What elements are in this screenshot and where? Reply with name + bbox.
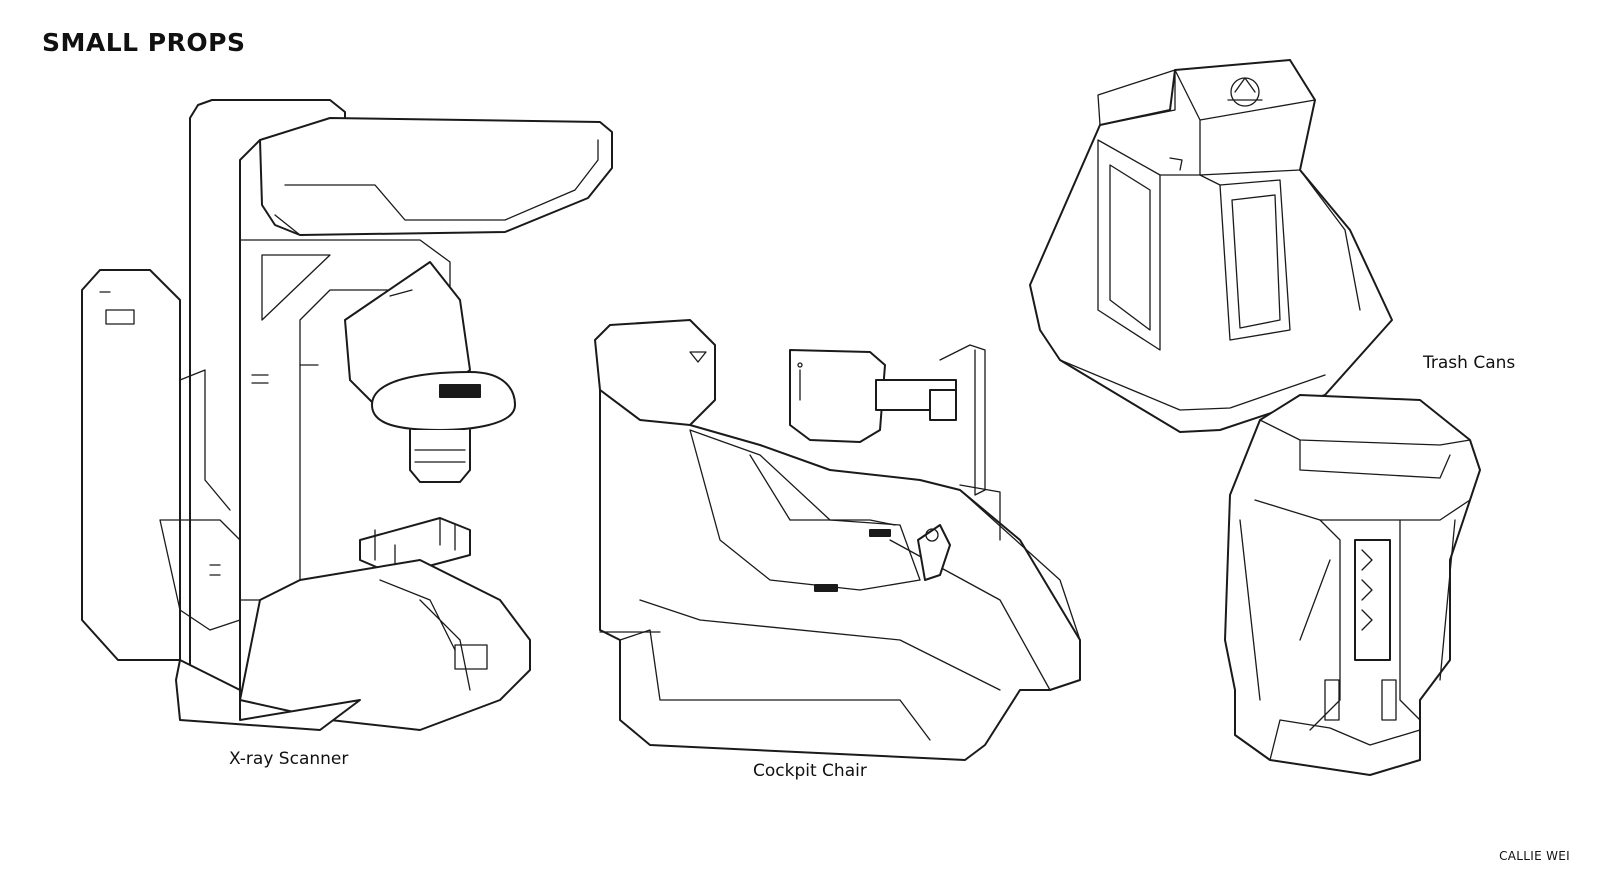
page-title: SMALL PROPS — [42, 28, 246, 57]
trash-cans-label: Trash Cans — [1423, 353, 1516, 373]
xray-scanner-label: X-ray Scanner — [229, 749, 349, 769]
cockpit-chair-sketch — [594, 319, 1081, 761]
artist-signature: CALLIE WEI — [1499, 849, 1570, 863]
xray-scanner-sketch — [81, 99, 613, 731]
trash-can-top-sketch — [1029, 59, 1393, 433]
cockpit-chair-label: Cockpit Chair — [753, 761, 867, 781]
trash-can-bottom-sketch — [1224, 394, 1481, 776]
